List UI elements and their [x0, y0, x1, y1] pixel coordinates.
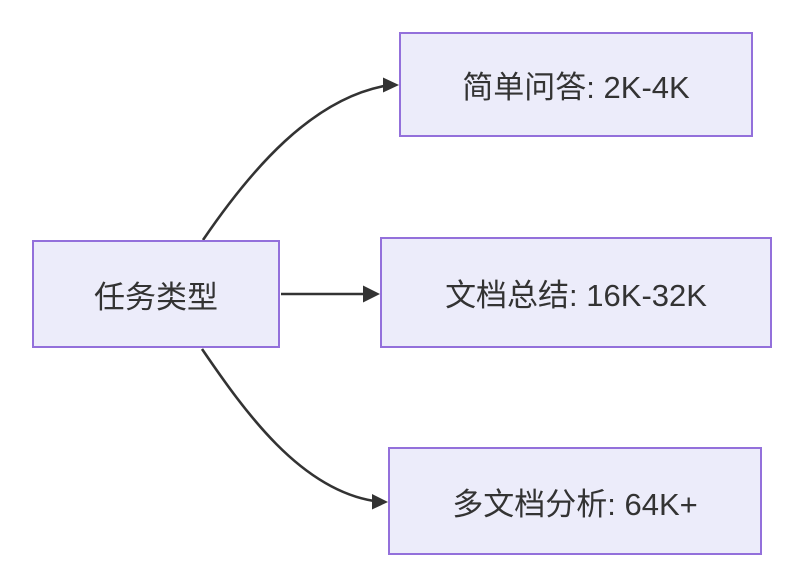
arrowhead-doc-summary-icon — [363, 285, 380, 303]
node-doc-summary: 文档总结: 16K-32K — [380, 237, 772, 348]
arrowhead-simple-qa-icon — [383, 77, 399, 93]
node-simple-qa: 简单问答: 2K-4K — [399, 32, 753, 137]
edge-root-to-multi-doc — [200, 348, 375, 503]
node-task-type-label: 任务类型 — [94, 279, 218, 315]
edge-root-to-simple-qa — [201, 84, 385, 241]
node-doc-summary-label: 文档总结: 16K-32K — [445, 278, 707, 313]
arrowhead-multi-doc-icon — [372, 494, 388, 510]
node-multi-doc-label: 多文档分析: 64K+ — [452, 486, 698, 522]
node-simple-qa-label: 简单问答: 2K-4K — [462, 70, 690, 105]
node-task-type: 任务类型 — [32, 240, 280, 348]
node-multi-doc: 多文档分析: 64K+ — [388, 447, 762, 555]
